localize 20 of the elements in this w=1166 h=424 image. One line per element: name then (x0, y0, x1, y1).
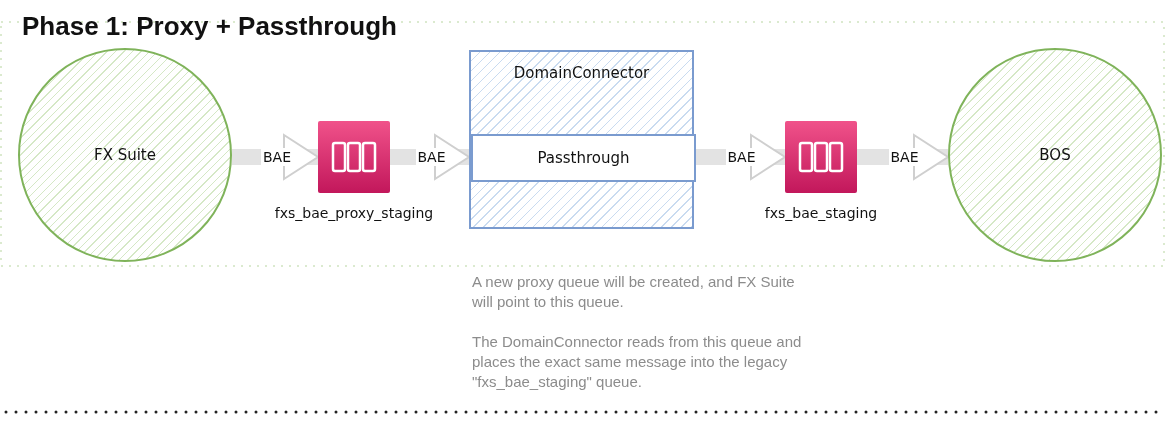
block-arrow (232, 134, 319, 180)
queue-name: fxs_bae_proxy_staging (273, 204, 435, 223)
node-label: FX Suite (94, 144, 156, 166)
edge-label: BAE (261, 148, 293, 166)
edge-label: BAE (725, 148, 758, 166)
note-text: A new proxy queue will be created, and FX Suite will point to this queue. (472, 272, 796, 312)
block-arrow (857, 134, 949, 180)
service-box (469, 50, 694, 229)
queue-tile (785, 121, 857, 193)
passthrough-row (471, 134, 696, 182)
box-heading: DomainConnector (512, 63, 651, 84)
title: Phase 1: Proxy + Passthrough (22, 10, 397, 42)
node-label: BOS (1039, 144, 1071, 166)
note-text: The DomainConnector reads from this queue and places the exact same message into the legacy "fxs_bae_staging" queue. (472, 332, 803, 392)
queue-tile (318, 121, 390, 193)
queue-name: fxs_bae_staging (763, 204, 879, 223)
row-label: Passthrough (537, 147, 630, 169)
edge-label: BAE (888, 148, 921, 166)
edge-label: BAE (415, 148, 448, 166)
block-arrow (390, 134, 470, 180)
